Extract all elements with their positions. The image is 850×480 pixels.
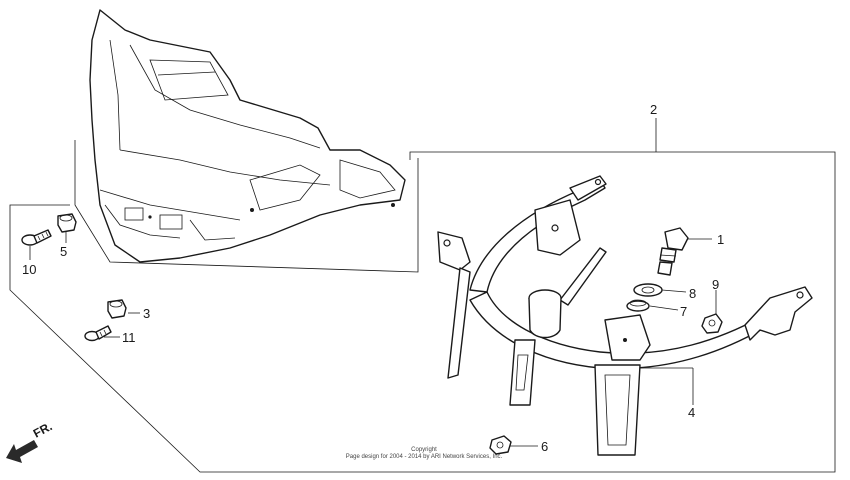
- copyright-line-2: Page design for 2004 - 2014 by ARI Netwo…: [346, 454, 503, 460]
- callout-5: 5: [60, 244, 67, 259]
- part-6-nut: [489, 435, 512, 455]
- part-9-nut: [701, 313, 723, 334]
- callout-2: 2: [650, 102, 657, 117]
- part-7-collar: [626, 299, 650, 312]
- callout-9: 9: [712, 277, 719, 292]
- callout-8: 8: [689, 286, 696, 301]
- inner-cowl-cover: [89, 9, 406, 263]
- part-3-collar: [107, 299, 127, 319]
- front-direction-indicator: FR.: [6, 419, 54, 463]
- part-11-screw: [84, 325, 112, 342]
- callout-11: 11: [122, 330, 136, 345]
- callout-1: 1: [717, 232, 724, 247]
- callout-10: 10: [22, 262, 36, 277]
- frame-lines: [9, 140, 836, 473]
- cowl-stay-frame: [437, 175, 813, 456]
- copyright-line-1: Copyright: [411, 447, 437, 453]
- part-5-collar: [57, 213, 77, 233]
- front-arrow-icon: [6, 440, 38, 463]
- front-label: FR.: [31, 419, 55, 440]
- callout-4: 4: [688, 405, 695, 420]
- callout-labels: 1 2 3 4 5 6 7 8 9 10 11: [22, 102, 724, 454]
- part-1-switch: [657, 227, 689, 276]
- part-8-grommet: [633, 283, 663, 297]
- leader-lines: [29, 118, 717, 447]
- copyright-notice: Copyright Page design for 2004 - 2014 by…: [346, 447, 503, 460]
- callout-6: 6: [541, 439, 548, 454]
- callout-7: 7: [680, 304, 687, 319]
- part-10-screw: [21, 229, 52, 246]
- callout-3: 3: [143, 306, 150, 321]
